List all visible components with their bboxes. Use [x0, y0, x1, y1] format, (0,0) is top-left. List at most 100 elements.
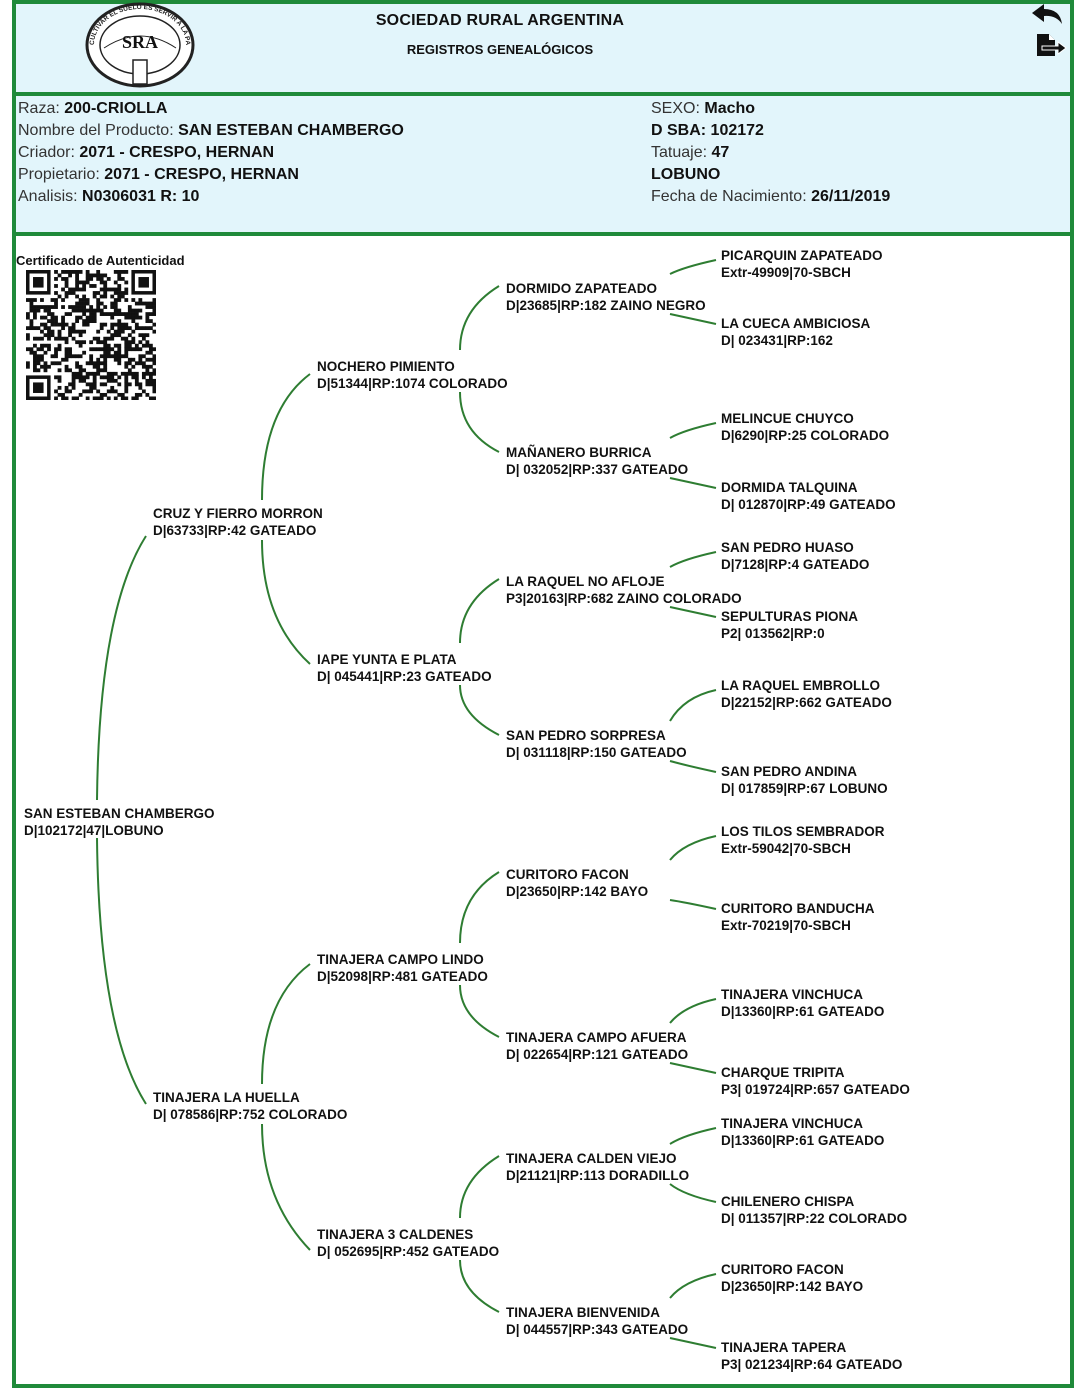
- link-gen2-gen3: [459, 984, 500, 1038]
- horse-name: DORMIDO ZAPATEADO: [506, 281, 657, 296]
- pedigree-great-grandparent[interactable]: DORMIDO ZAPATEADO D|23685|RP:182 ZAINO NE…: [506, 280, 706, 314]
- link-gen3-gen4: [669, 998, 717, 1024]
- horse-registry: D| 032052|RP:337 GATEADO: [506, 462, 689, 477]
- back-arrow-icon[interactable]: [1030, 2, 1064, 26]
- horse-name: NOCHERO PIMIENTO: [317, 359, 455, 374]
- link-gen3-gen4: [669, 313, 717, 325]
- info-label: Raza:: [18, 100, 65, 117]
- link-gen3-gen4: [669, 422, 717, 439]
- info-value: 26/11/2019: [811, 188, 891, 205]
- link-gen2-gen3: [459, 1259, 500, 1313]
- info-value: 2071 - CRESPO, HERNAN: [104, 166, 299, 183]
- info-label: SEXO:: [651, 100, 705, 117]
- horse-registry: Extr-59042|70-SBCH: [721, 841, 851, 856]
- info-value: SAN ESTEBAN CHAMBERGO: [178, 122, 404, 139]
- horse-name: SAN ESTEBAN CHAMBERGO: [24, 806, 215, 821]
- qr-code[interactable]: [26, 270, 156, 400]
- info-label: Fecha de Nacimiento:: [651, 188, 812, 205]
- pedigree-great-great-grandparent[interactable]: SAN PEDRO HUASO D|7128|RP:4 GATEADO: [721, 539, 869, 573]
- horse-registry: D|21121|RP:113 DORADILLO: [506, 1168, 690, 1183]
- info-label: Criador:: [18, 144, 80, 161]
- export-file-icon[interactable]: [1034, 32, 1068, 58]
- link-root-dam: [96, 837, 147, 1105]
- link-gen3-gen4: [669, 1127, 717, 1145]
- horse-registry: D| 011357|RP:22 COLORADO: [721, 1211, 908, 1226]
- horse-registry: D|13360|RP:61 GATEADO: [721, 1133, 885, 1148]
- pedigree-great-great-grandparent[interactable]: CHARQUE TRIPITA P3| 019724|RP:657 GATEADO: [721, 1064, 910, 1098]
- info-row: Nombre del Producto: SAN ESTEBAN CHAMBER…: [18, 120, 404, 142]
- info-value: 2071 - CRESPO, HERNAN: [79, 144, 275, 161]
- horse-name: MELINCUE CHUYCO: [721, 411, 854, 426]
- info-value: 47: [711, 144, 730, 161]
- horse-registry: D|23650|RP:142 BAYO: [506, 884, 649, 899]
- horse-registry: D|23685|RP:182 ZAINO NEGRO: [506, 298, 706, 313]
- horse-registry: D|7128|RP:4 GATEADO: [721, 557, 870, 572]
- horse-name: SAN PEDRO SORPRESA: [506, 728, 666, 743]
- horse-registry: D|23650|RP:142 BAYO: [721, 1279, 864, 1294]
- info-label: Analisis:: [18, 188, 83, 205]
- horse-name: SAN PEDRO ANDINA: [721, 764, 858, 779]
- horse-name: DORMIDA TALQUINA: [721, 480, 858, 495]
- info-value: Macho: [704, 100, 756, 117]
- pedigree-great-great-grandparent[interactable]: DORMIDA TALQUINA D| 012870|RP:49 GATEADO: [721, 479, 896, 513]
- horse-name: LA CUECA AMBICIOSA: [721, 316, 871, 331]
- link-gen3-gen4: [669, 760, 717, 773]
- horse-name: LA RAQUEL EMBROLLO: [721, 678, 880, 693]
- horse-registry: Extr-49909|70-SBCH: [721, 265, 851, 280]
- info-label: Propietario:: [18, 166, 105, 183]
- pedigree-great-great-grandparent[interactable]: CHILENERO CHISPA D| 011357|RP:22 COLORADO: [721, 1193, 907, 1227]
- sra-logo: SRA CULTIVAR EL SUELO ES SERVIR A LA PAT…: [84, 2, 195, 88]
- link-gen2-gen3: [459, 684, 500, 736]
- horse-name: CURITORO FACON: [506, 867, 629, 882]
- horse-registry: D| 012870|RP:49 GATEADO: [721, 497, 896, 512]
- horse-name: SAN PEDRO HUASO: [721, 540, 854, 555]
- horse-name: CHILENERO CHISPA: [721, 1194, 855, 1209]
- link-root-sire: [96, 535, 147, 801]
- info-label: Nombre del Producto:: [18, 122, 179, 139]
- horse-registry: D| 022654|RP:121 GATEADO: [506, 1047, 689, 1062]
- info-row: SEXO: Macho: [651, 98, 755, 120]
- pedigree-great-grandparent[interactable]: CURITORO FACON D|23650|RP:142 BAYO: [506, 866, 648, 900]
- info-row: Propietario: 2071 - CRESPO, HERNAN: [18, 164, 299, 186]
- info-value: N0306031 R: 10: [82, 188, 200, 205]
- horse-name: TINAJERA CAMPO AFUERA: [506, 1030, 687, 1045]
- pedigree-great-grandparent[interactable]: TINAJERA CAMPO AFUERA D| 022654|RP:121 GA…: [506, 1029, 688, 1063]
- link-gen3-gen4: [669, 259, 717, 275]
- horse-registry: P3| 019724|RP:657 GATEADO: [721, 1082, 910, 1097]
- horse-name: TINAJERA CAMPO LINDO: [317, 952, 484, 967]
- horse-name: IAPE YUNTA E PLATA: [317, 652, 457, 667]
- horse-registry: D|13360|RP:61 GATEADO: [721, 1004, 885, 1019]
- link-gen2-gen3: [459, 871, 500, 944]
- horse-name: CHARQUE TRIPITA: [721, 1065, 845, 1080]
- horse-registry: P3| 021234|RP:64 GATEADO: [721, 1357, 903, 1372]
- link-gen3-gen4: [669, 551, 717, 568]
- info-row: Tatuaje: 47: [651, 142, 729, 164]
- certificate-title: Certificado de Autenticidad: [16, 253, 185, 268]
- link-gen3-gen4: [669, 1183, 717, 1203]
